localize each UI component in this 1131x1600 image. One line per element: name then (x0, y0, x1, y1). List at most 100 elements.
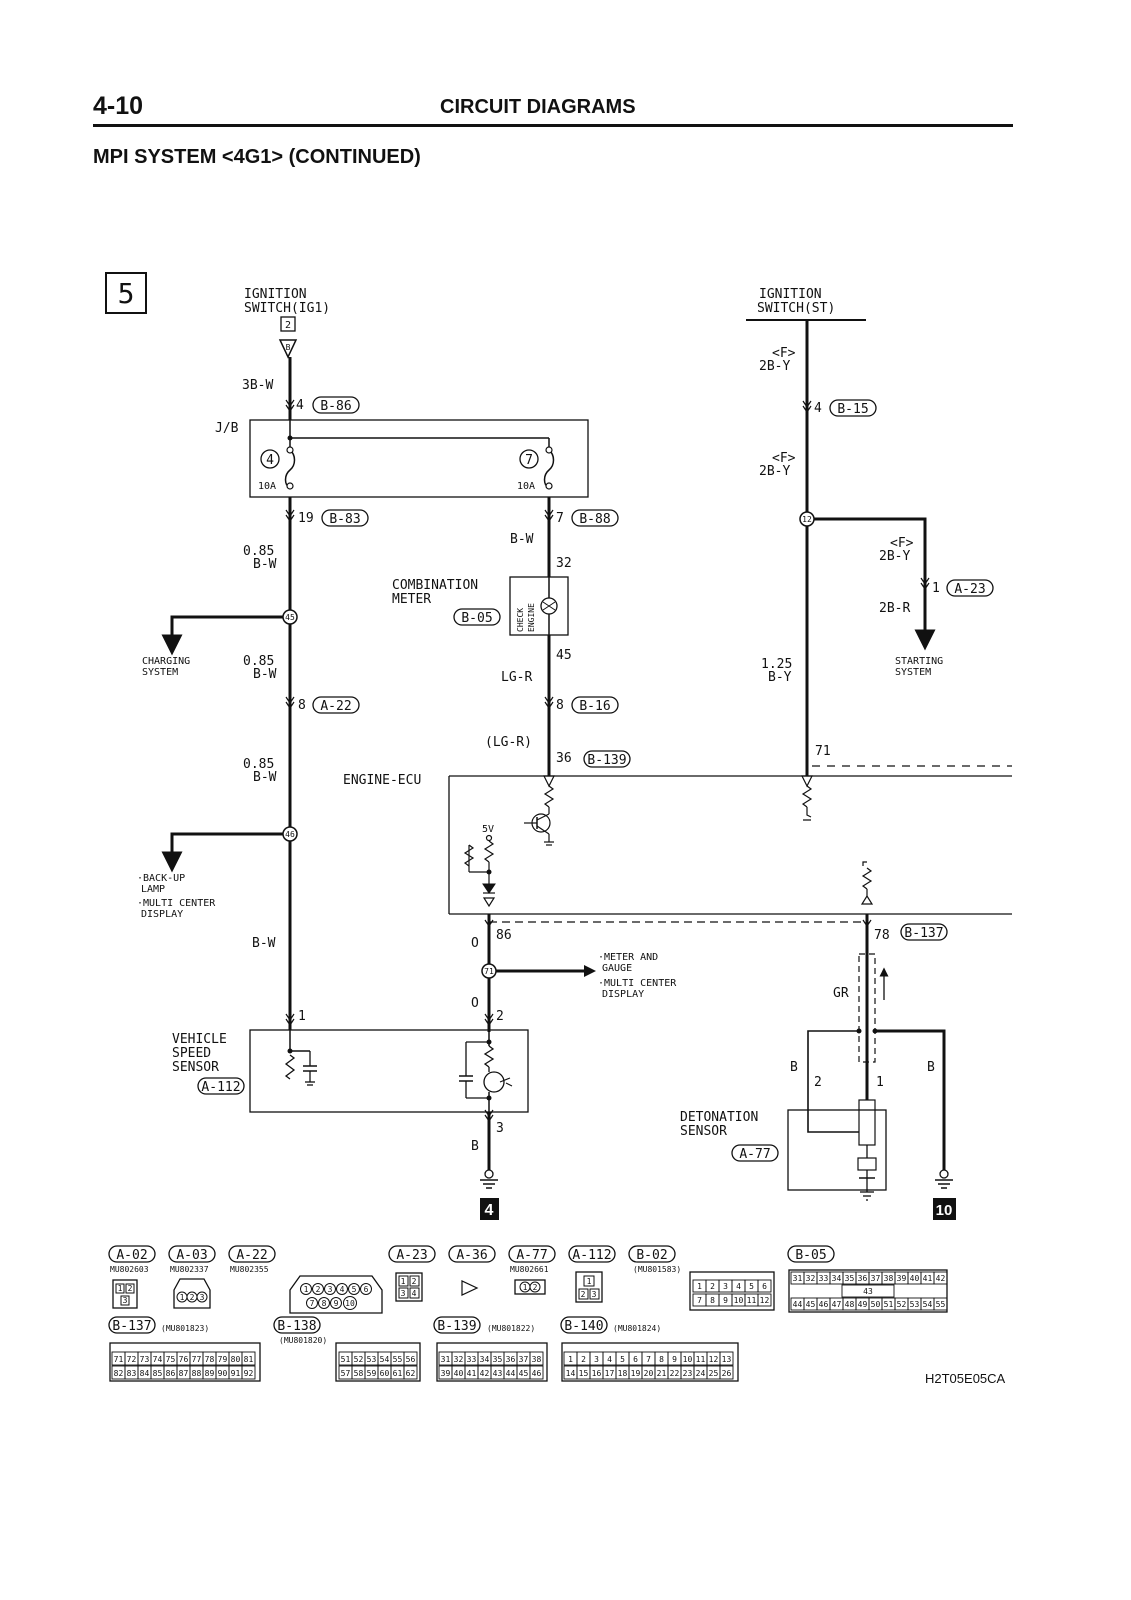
wire-085-size-3: 0.85 (243, 757, 274, 772)
wire-b-left-shield (807, 1030, 859, 1133)
svg-text:B-05: B-05 (461, 611, 492, 626)
connector-b139-pin-cell (529, 1351, 544, 1366)
wire-b-right (875, 1029, 946, 1172)
sheet-number: 5 (118, 277, 135, 310)
pin-1-a23: 1 (932, 581, 940, 596)
connector-b139-pin-label: 37 (519, 1355, 529, 1364)
connector-b02-pin-label: 5 (749, 1282, 754, 1291)
connector-b138-pin-label: 55 (393, 1355, 403, 1364)
connector-b139-pin-label: 45 (519, 1369, 529, 1378)
ecu-resistor-36-icon (543, 785, 555, 808)
connector-b140-pin-label: 24 (696, 1369, 706, 1378)
svg-text:71: 71 (484, 967, 494, 976)
connector-b05-pin-cell (841, 1284, 895, 1298)
connector-b139-pin-label: 46 (532, 1369, 542, 1378)
connector-b137-pin-label: 72 (127, 1355, 137, 1364)
ground-10-label: 10 (936, 1202, 953, 1219)
connector-b138-pin-cell (403, 1365, 418, 1380)
wire-085-color-3: B-W (253, 770, 277, 785)
vss-resistor-icon (284, 1054, 296, 1080)
svg-text:B-02: B-02 (636, 1248, 667, 1263)
connector-tag-b137: B-137 (900, 923, 948, 941)
connector-b05-pin-label: 48 (845, 1300, 855, 1309)
connector-b02-pin-label: 11 (747, 1296, 757, 1305)
connector-b05-pin-label: 32 (806, 1274, 816, 1283)
svg-text:B-138: B-138 (277, 1319, 316, 1334)
connector-b02-pin-cell (757, 1279, 772, 1293)
wire-2br-label: 2B-R (879, 601, 910, 616)
pin-86: 86 (496, 928, 512, 943)
header-rule (93, 124, 1013, 127)
connector-b02-pin-label: 4 (736, 1282, 741, 1291)
combination-meter-box (509, 576, 569, 636)
fuse-4-icon (284, 449, 296, 489)
ign-ig1-terminal: 2 (285, 320, 291, 331)
connector-b137-pin-label: 84 (140, 1369, 150, 1378)
svg-text:2: 2 (316, 1285, 321, 1294)
connector-a112: A-112 1 2 3 (568, 1245, 616, 1303)
svg-text:B-88: B-88 (579, 512, 610, 527)
svg-text:MU802603: MU802603 (110, 1265, 149, 1274)
vss-pin-3: 3 (496, 1121, 504, 1136)
st-wire-f1-tag: <F> (772, 346, 796, 361)
connector-b140-pin-label: 16 (592, 1369, 602, 1378)
ground-4-marker (480, 1198, 499, 1220)
ign-st-label-line2: SWITCH(ST) (757, 301, 835, 316)
connector-b140-pin-label: 25 (709, 1369, 719, 1378)
connector-a02: A-02 MU802603 1 2 3 (108, 1245, 156, 1309)
svg-text:A-02: A-02 (116, 1248, 147, 1263)
connector-b140-pin-label: 17 (605, 1369, 615, 1378)
wire-085-color-2: B-W (253, 667, 277, 682)
connector-b137-pin-label: 79 (218, 1355, 228, 1364)
svg-text:3: 3 (592, 1290, 597, 1299)
ecu-resistor-71-icon (801, 785, 813, 808)
pin-19-b83: 19 (298, 511, 314, 526)
connector-b140-pin-label: 9 (672, 1355, 677, 1364)
shield-wire-dashed (858, 953, 876, 1063)
svg-text:7: 7 (310, 1299, 315, 1308)
connector-a22: A-22 MU802355 1 2 3 4 5 6 7 8 9 10 (228, 1245, 383, 1314)
connector-b05-pin-label: 46 (819, 1300, 829, 1309)
connector-b05-pin-label: 42 (936, 1274, 946, 1283)
connector-b140-pin-label: 19 (631, 1369, 641, 1378)
connector-b138-pin-label: 61 (393, 1369, 403, 1378)
connector-b140-pin-label: 18 (618, 1369, 628, 1378)
pin-36-b139: 36 (556, 751, 572, 766)
starting-label-line2: SYSTEM (895, 667, 931, 678)
connector-b02-pin-label: 9 (723, 1296, 728, 1305)
svg-text:B-137: B-137 (904, 926, 943, 941)
svg-text:(MU801823): (MU801823) (161, 1324, 209, 1333)
wire-to-starting (814, 517, 936, 651)
connector-b140-pin-label: 7 (646, 1355, 651, 1364)
connector-b139-pin-cell (529, 1365, 544, 1380)
connector-b05-pin-label: 55 (936, 1300, 946, 1309)
svg-text:(MU801820): (MU801820) (279, 1336, 327, 1345)
starting-label-line1: STARTING (895, 656, 943, 667)
svg-text:B-83: B-83 (329, 512, 360, 527)
svg-text:(MU801583): (MU801583) (633, 1265, 681, 1274)
svg-text:3: 3 (200, 1293, 205, 1302)
svg-text:9: 9 (334, 1299, 339, 1308)
connector-b05-pin-label: 50 (871, 1300, 881, 1309)
pin-71: 71 (815, 744, 831, 759)
connector-b138-pin-label: 62 (406, 1369, 416, 1378)
junction-block-box (249, 419, 589, 498)
st-wire-f2-color: 2B-Y (759, 464, 790, 479)
svg-text:A-77: A-77 (739, 1147, 770, 1162)
vss-box (249, 1029, 529, 1113)
connector-b137-pin-label: 80 (231, 1355, 241, 1364)
vss-label-line2: SPEED (172, 1046, 211, 1061)
connector-b140-pin-label: 4 (607, 1355, 612, 1364)
connector-b137-pin-label: 87 (179, 1369, 189, 1378)
connector-b137-pin-label: 83 (127, 1369, 137, 1378)
connector-b139-pin-label: 34 (480, 1355, 490, 1364)
ign-ig1-label-line1: IGNITION (244, 287, 307, 302)
connector-b05-pin-label: 53 (910, 1300, 920, 1309)
charging-label-line2: SYSTEM (142, 667, 178, 678)
svg-text:8: 8 (322, 1299, 327, 1308)
svg-text:1: 1 (523, 1283, 528, 1292)
connector-b139-pin-label: 38 (532, 1355, 542, 1364)
